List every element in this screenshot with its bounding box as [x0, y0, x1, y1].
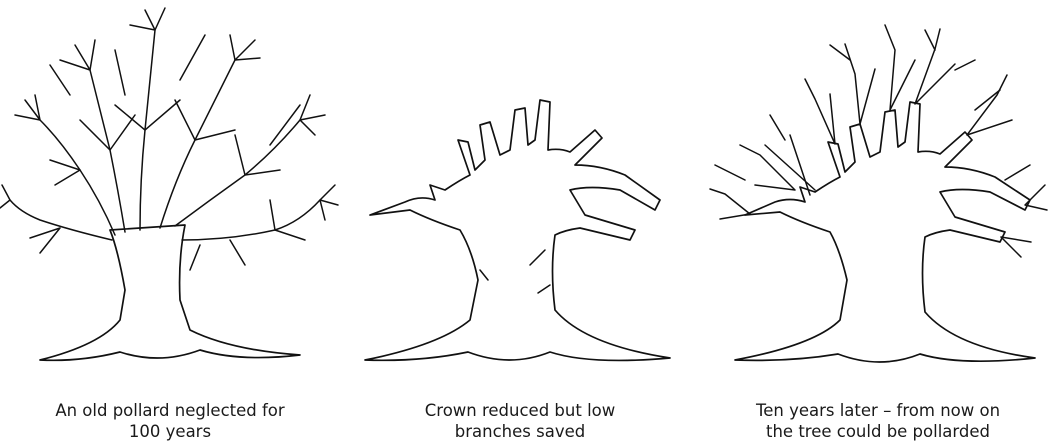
- regrown-pollard-tree-drawing: [705, 0, 1045, 390]
- crown-reduced-tree-drawing: [350, 0, 690, 390]
- caption-ten-years-later: Ten years later – from now on the tree c…: [705, 400, 1051, 442]
- caption-line: branches saved: [350, 421, 690, 442]
- caption-neglected-pollard: An old pollard neglected for 100 years: [0, 400, 340, 442]
- caption-line: An old pollard neglected for: [0, 400, 340, 421]
- caption-line: Ten years later – from now on: [705, 400, 1051, 421]
- caption-line: the tree could be pollarded: [705, 421, 1051, 442]
- caption-line: Crown reduced but low: [350, 400, 690, 421]
- panel-crown-reduced: Crown reduced but low branches saved: [350, 0, 690, 445]
- caption-line: 100 years: [0, 421, 340, 442]
- panel-neglected-pollard: An old pollard neglected for 100 years: [0, 0, 340, 445]
- panel-ten-years-later: Ten years later – from now on the tree c…: [705, 0, 1051, 445]
- caption-crown-reduced: Crown reduced but low branches saved: [350, 400, 690, 442]
- neglected-pollard-tree-drawing: [0, 0, 340, 390]
